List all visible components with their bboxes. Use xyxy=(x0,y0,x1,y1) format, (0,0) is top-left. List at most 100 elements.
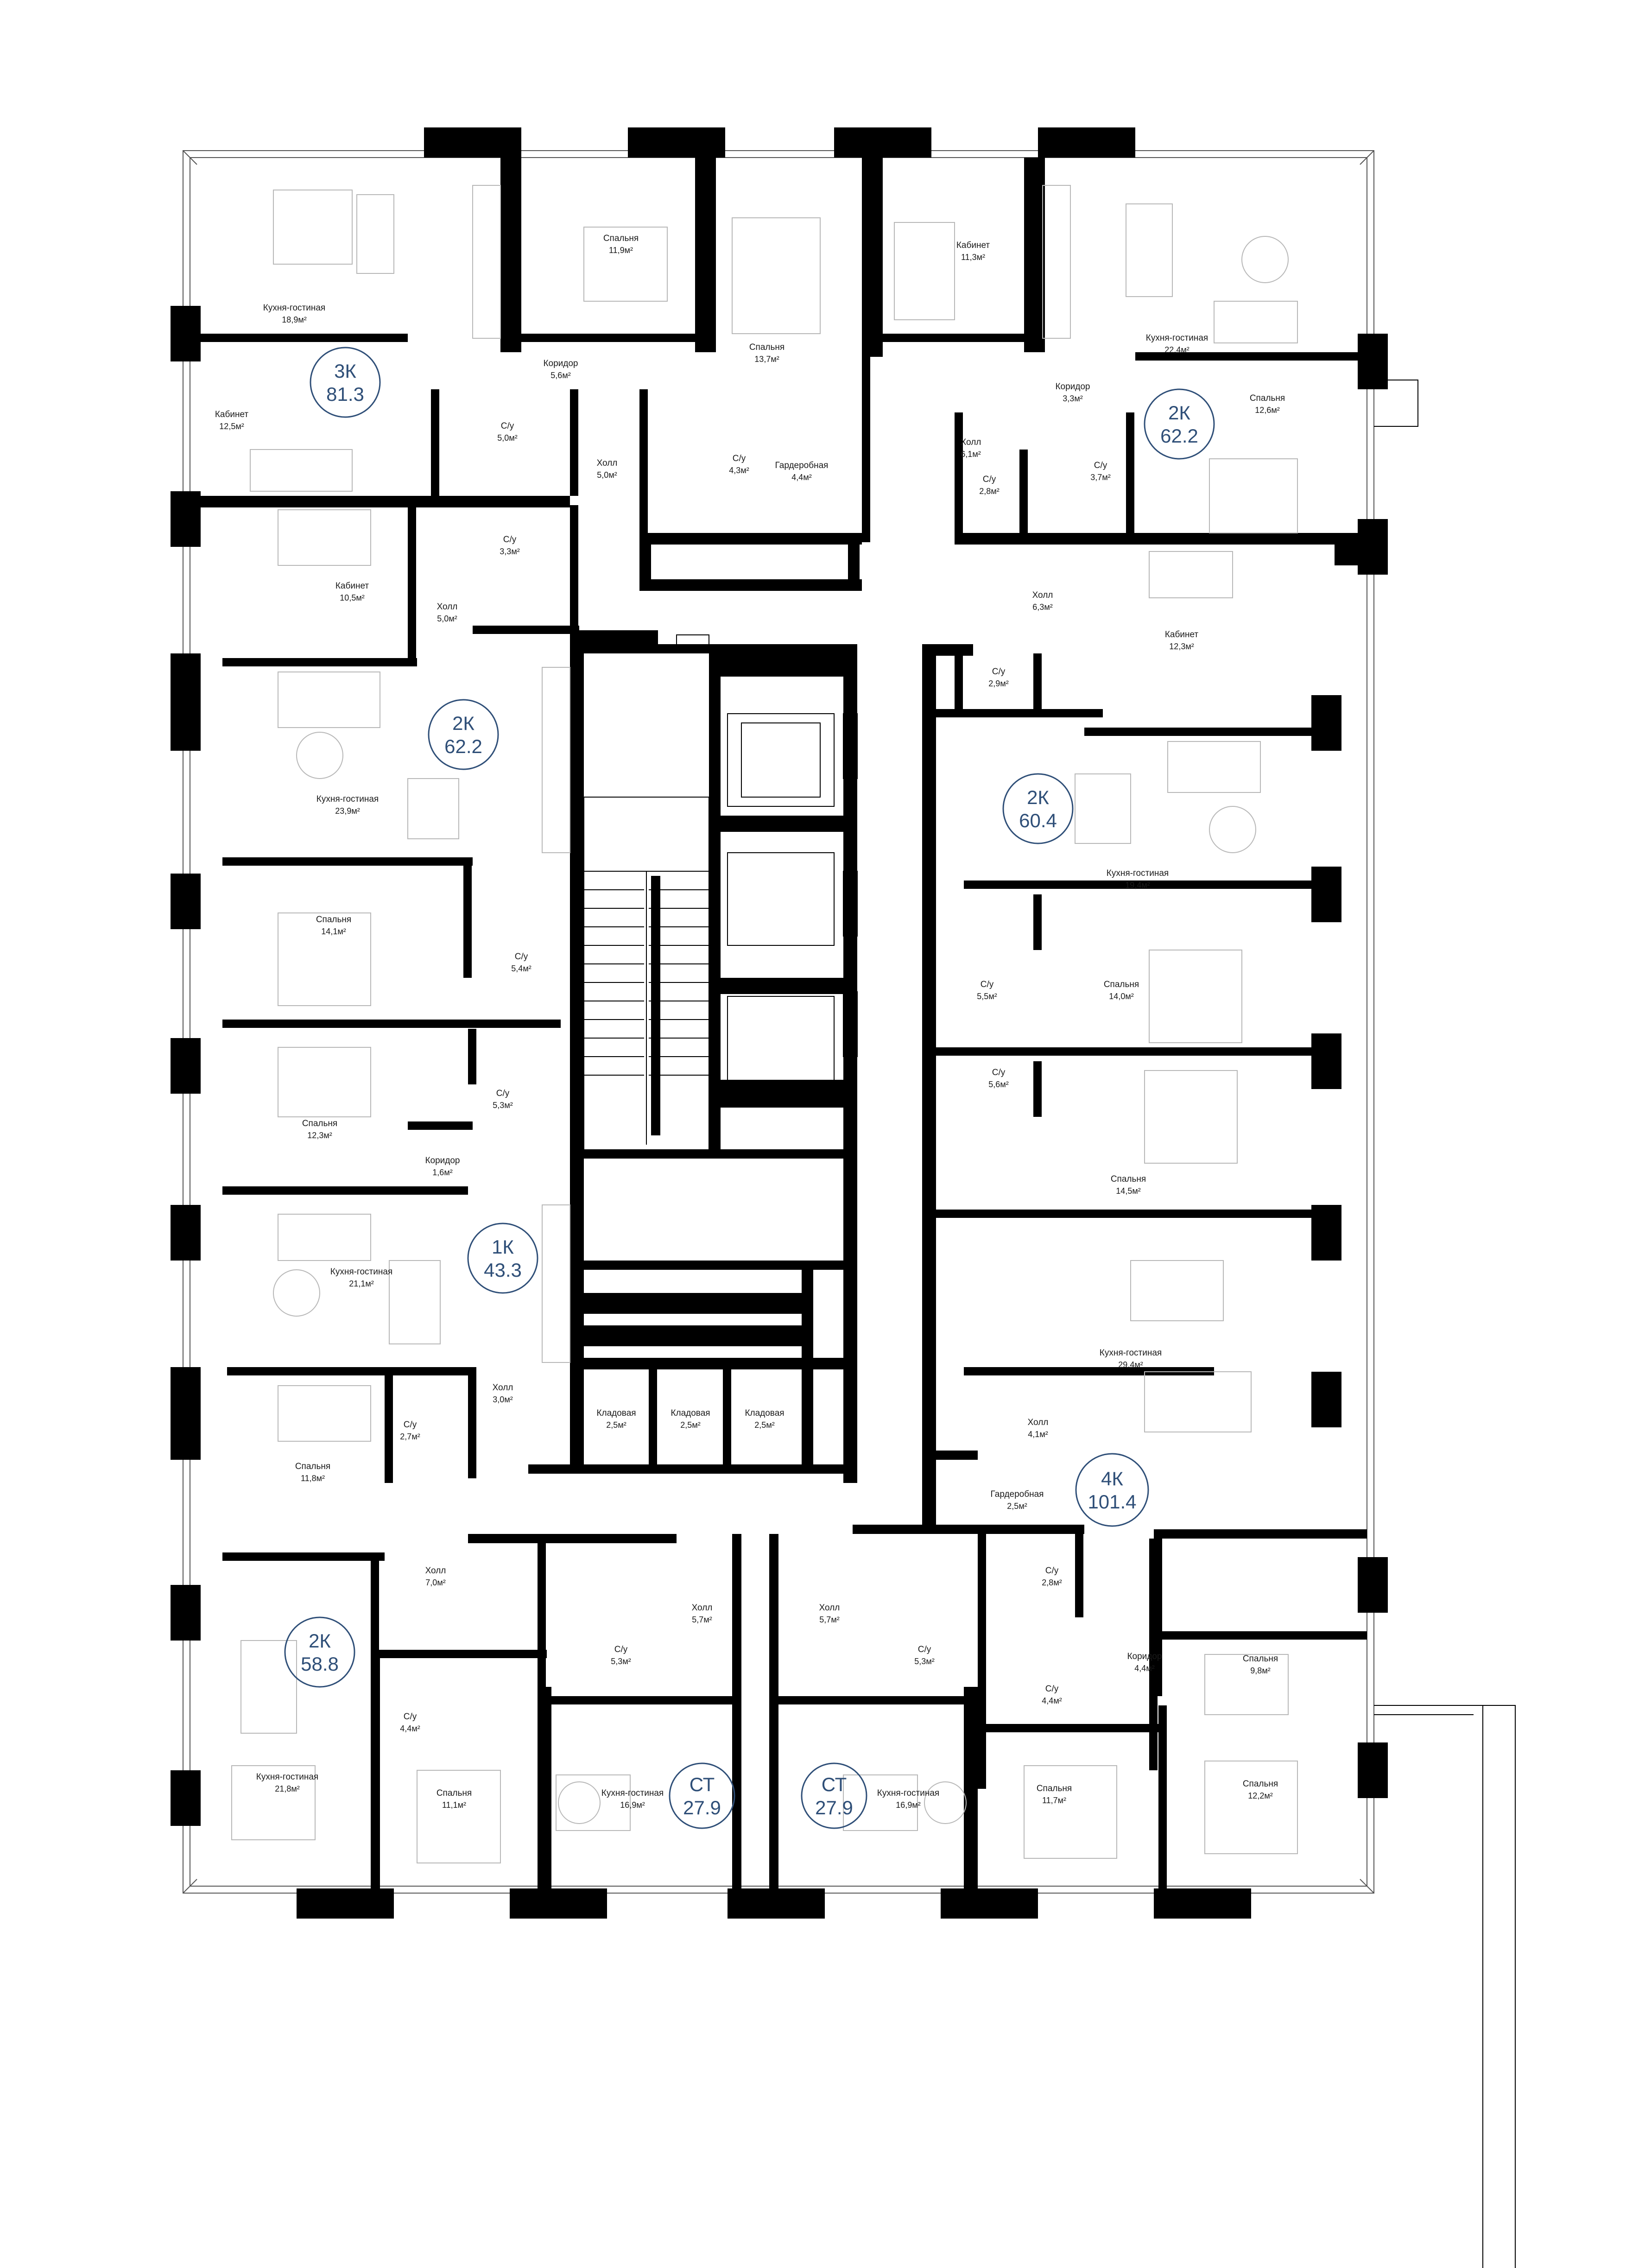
svg-text:С/у: С/у xyxy=(918,1645,931,1654)
svg-text:Спальня: Спальня xyxy=(1243,1779,1278,1789)
svg-text:81.3: 81.3 xyxy=(326,383,364,405)
room-label: С/у5,3м² xyxy=(493,1089,512,1110)
svg-text:12,5м²: 12,5м² xyxy=(219,422,244,431)
svg-text:2,5м²: 2,5м² xyxy=(606,1420,626,1430)
svg-text:14,1м²: 14,1м² xyxy=(321,927,346,936)
svg-text:19,4м²: 19,4м² xyxy=(1125,881,1150,890)
svg-text:2,5м²: 2,5м² xyxy=(680,1420,700,1430)
room-label: Кабинет 12,5м² xyxy=(215,410,249,431)
svg-text:Холл: Холл xyxy=(493,1383,513,1393)
svg-text:101.4: 101.4 xyxy=(1088,1491,1136,1513)
svg-text:5,0м²: 5,0м² xyxy=(497,433,517,443)
svg-text:1К: 1К xyxy=(492,1236,514,1258)
room-label: С/у2,8м² xyxy=(1042,1566,1062,1587)
svg-text:Спальня: Спальня xyxy=(302,1119,337,1128)
svg-text:Кухня-гостиная: Кухня-гостиная xyxy=(1146,333,1208,343)
apartment-badge: 2К 60.4 xyxy=(1002,773,1074,844)
apartment-badge: 4К 101.4 xyxy=(1075,1453,1149,1527)
svg-text:5,0м²: 5,0м² xyxy=(597,470,617,480)
svg-text:СТ: СТ xyxy=(822,1774,847,1795)
svg-text:27.9: 27.9 xyxy=(683,1797,721,1818)
svg-text:С/у: С/у xyxy=(404,1712,417,1722)
svg-text:Спальня: Спальня xyxy=(749,342,785,352)
svg-text:2К: 2К xyxy=(309,1630,331,1652)
svg-text:2,5м²: 2,5м² xyxy=(1007,1501,1027,1511)
svg-text:Спальня: Спальня xyxy=(1243,1654,1278,1664)
svg-text:2,9м²: 2,9м² xyxy=(988,679,1008,688)
svg-text:Холл: Холл xyxy=(1028,1418,1049,1427)
svg-text:Кабинет: Кабинет xyxy=(335,581,369,591)
svg-text:Кухня-гостиная: Кухня-гостиная xyxy=(601,1788,664,1798)
svg-text:С/у: С/у xyxy=(503,535,517,545)
room-label: Холл 3,0м² xyxy=(493,1383,513,1404)
svg-text:4К: 4К xyxy=(1101,1468,1123,1489)
svg-text:С/у: С/у xyxy=(1094,461,1107,470)
svg-text:21,1м²: 21,1м² xyxy=(349,1279,373,1288)
svg-text:4,4м²: 4,4м² xyxy=(400,1724,420,1733)
svg-text:2К: 2К xyxy=(452,712,475,734)
svg-text:14,0м²: 14,0м² xyxy=(1109,992,1133,1001)
svg-text:Холл: Холл xyxy=(425,1566,446,1576)
svg-text:12,3м²: 12,3м² xyxy=(307,1131,332,1140)
apartment-badge: 1К 43.3 xyxy=(467,1223,538,1294)
terrace-outline xyxy=(1374,380,1516,2268)
svg-text:С/у: С/у xyxy=(992,667,1006,677)
svg-text:27.9: 27.9 xyxy=(815,1797,853,1818)
svg-text:3К: 3К xyxy=(334,360,356,382)
svg-text:5,4м²: 5,4м² xyxy=(511,964,531,973)
svg-text:3,0м²: 3,0м² xyxy=(493,1395,512,1404)
svg-text:Кабинет: Кабинет xyxy=(215,410,249,419)
svg-text:Гардеробная: Гардеробная xyxy=(991,1489,1044,1499)
room-label: С/у5,6м² xyxy=(988,1068,1008,1089)
svg-text:С/у: С/у xyxy=(515,952,528,962)
svg-text:Кухня-гостиная: Кухня-гостиная xyxy=(256,1772,318,1782)
elevators xyxy=(676,634,858,1085)
svg-text:Коридор: Коридор xyxy=(543,359,578,368)
svg-text:1,6м²: 1,6м² xyxy=(432,1168,452,1177)
svg-text:СТ: СТ xyxy=(690,1774,715,1795)
svg-text:60.4: 60.4 xyxy=(1019,810,1057,831)
svg-text:11,1м²: 11,1м² xyxy=(442,1800,466,1810)
svg-text:16,9м²: 16,9м² xyxy=(896,1800,920,1810)
svg-text:7,0м²: 7,0м² xyxy=(425,1578,445,1587)
svg-text:Кабинет: Кабинет xyxy=(1165,630,1199,640)
svg-text:Коридор: Коридор xyxy=(1127,1652,1162,1661)
svg-text:4,1м²: 4,1м² xyxy=(1028,1430,1048,1439)
svg-text:6,3м²: 6,3м² xyxy=(1032,602,1052,612)
svg-text:2,5м²: 2,5м² xyxy=(754,1420,774,1430)
apartment-badge: СТ 27.9 xyxy=(801,1762,867,1829)
svg-text:Гардеробная: Гардеробная xyxy=(775,461,829,470)
svg-text:62.2: 62.2 xyxy=(444,735,482,757)
svg-text:18,9м²: 18,9м² xyxy=(282,315,306,324)
apartment-badge: 3К 81.3 xyxy=(310,347,381,418)
svg-text:Кухня-гостиная: Кухня-гостиная xyxy=(263,303,325,313)
svg-text:С/у: С/у xyxy=(501,421,514,431)
svg-text:11,7м²: 11,7м² xyxy=(1042,1796,1066,1805)
svg-text:2К: 2К xyxy=(1027,786,1049,808)
furniture xyxy=(231,185,1298,1863)
svg-text:С/у: С/у xyxy=(496,1089,510,1098)
svg-text:11,8м²: 11,8м² xyxy=(301,1474,325,1483)
room-label: Гардеробная 2,5м² xyxy=(991,1489,1044,1511)
